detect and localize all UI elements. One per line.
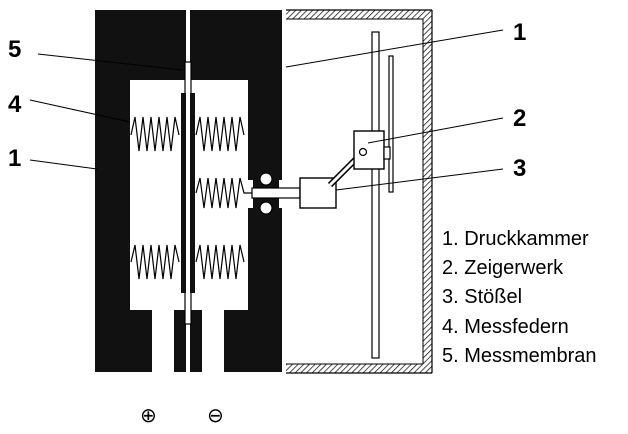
legend-item-3: 3. Stößel (442, 286, 522, 308)
pointer-housing (286, 9, 433, 374)
legend: 1. Druckkammer 2. Zeigerwerk 3. Stößel 4… (442, 228, 597, 367)
spring-bottom-right (195, 244, 245, 280)
pivot-hole (358, 147, 368, 157)
scale-bar (371, 31, 380, 359)
spring-top-right (195, 116, 245, 152)
callout-2: 2 (513, 105, 526, 132)
seal-bearings (253, 168, 279, 219)
measuring-membrane (181, 61, 195, 325)
callout-1-left: 1 (8, 145, 21, 172)
callout-4: 4 (8, 91, 22, 118)
legend-item-1: 1. Druckkammer (442, 228, 589, 250)
minus-symbol: ⊖ (207, 403, 224, 427)
legend-item-5: 5. Messmembran (442, 345, 597, 367)
pointer-mechanism (327, 31, 394, 359)
callout-lines (29, 29, 504, 191)
spring-bottom-left (130, 244, 180, 280)
membrane-core (186, 93, 190, 293)
port-channel-right (202, 308, 224, 374)
gear-tooth (383, 146, 391, 160)
callout-1-top: 1 (513, 19, 526, 46)
plunger-rod (251, 187, 301, 199)
guide-bar (388, 55, 394, 193)
measuring-springs (130, 116, 252, 280)
callout-3: 3 (513, 155, 526, 182)
plus-symbol: ⊕ (140, 403, 157, 427)
port-channel-left (152, 308, 174, 374)
spring-middle-right (195, 177, 252, 209)
spring-top-left (130, 116, 180, 152)
legend-item-4: 4. Messfedern (442, 316, 569, 338)
legend-item-2: 2. Zeigerwerk (442, 257, 564, 279)
pointer-box (353, 130, 385, 170)
callout-5: 5 (8, 36, 21, 63)
